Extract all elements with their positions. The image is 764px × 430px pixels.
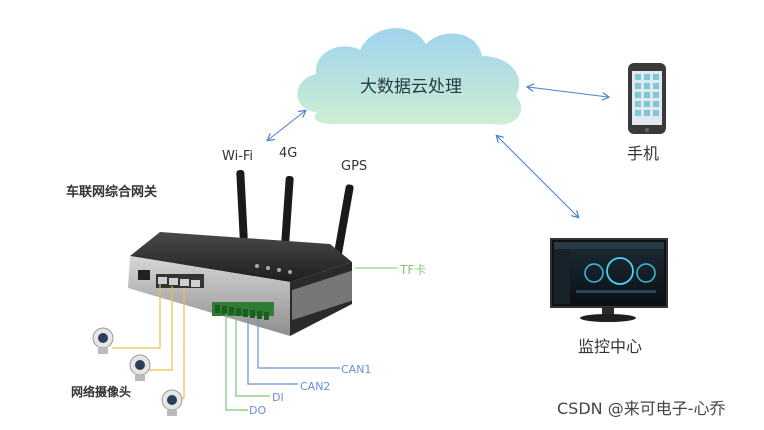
can1-label: CAN1 [341, 363, 372, 376]
do-label: DO [249, 404, 267, 417]
tf-card-label: TF卡 [400, 263, 427, 277]
can2-label: CAN2 [300, 380, 331, 393]
cloud-label: 大数据云处理 [360, 77, 462, 97]
cameras-label: 网络摄像头 [71, 385, 132, 399]
phone-icon [628, 63, 666, 134]
phone-label: 手机 [627, 144, 660, 163]
camera-icon [161, 389, 183, 416]
camera-icon [129, 354, 151, 381]
gps-antenna-label: GPS [341, 159, 368, 174]
gateway-label: 车联网综合网关 [66, 185, 158, 200]
cloud-monitor-arrow [497, 136, 578, 217]
cloud-shape [297, 28, 522, 125]
io-cables [225, 314, 340, 411]
monitor-label: 监控中心 [578, 337, 643, 356]
4g-antenna-label: 4G [279, 146, 298, 161]
cloud-phone-arrow [528, 87, 608, 97]
wifi-antenna-label: Wi-Fi [222, 149, 254, 164]
cloud-gateway-arrow [268, 111, 305, 140]
di-label: DI [272, 391, 284, 404]
monitor-icon [550, 238, 668, 322]
antenna-icon [236, 169, 354, 266]
watermark: CSDN @来可电子-心乔 [557, 399, 726, 418]
camera-icon [92, 327, 114, 354]
gateway-device [128, 232, 352, 336]
